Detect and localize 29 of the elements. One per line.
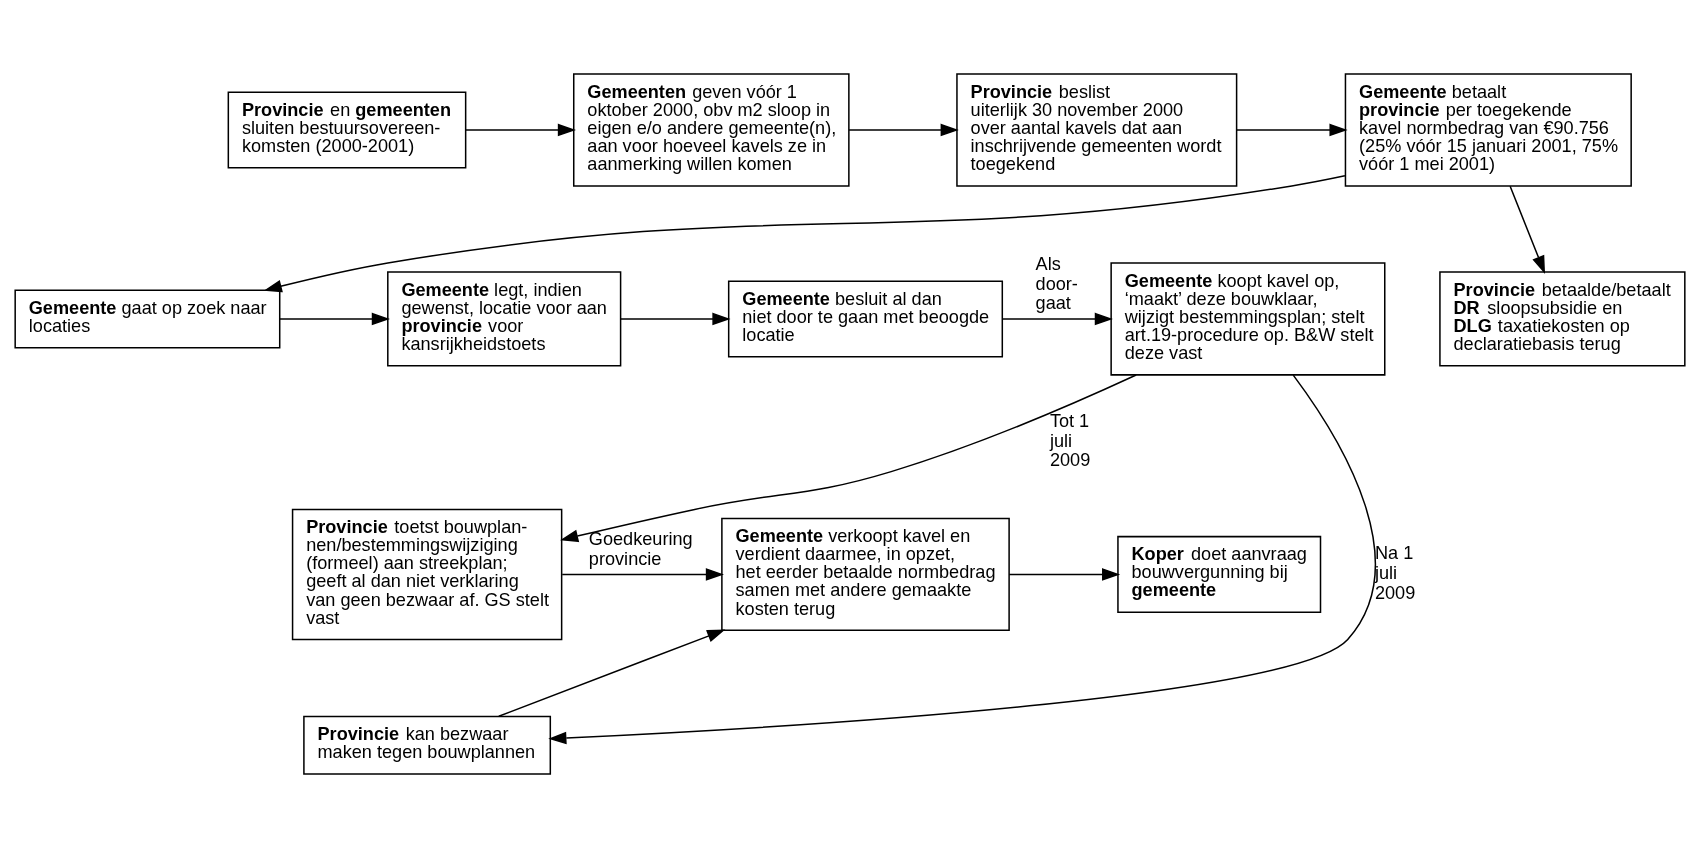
edge-label: Goedkeuring provincie [588,528,693,569]
node-box: Provincie en gemeenten sluiten bestuursovereen- komsten (2000-2001) [227,90,467,169]
arrow [848,123,959,136]
arrow [560,373,1137,542]
node-box: Koper doet aanvraag bouwvergunning bij gemeente [1117,535,1322,613]
node-box: Provincie kan bezwaar maken tegen bouwplannen [303,715,552,775]
arrow [619,312,731,325]
arrow [263,174,1346,292]
node-box: Gemeente gaat op zoek naar locaties [14,288,281,348]
node-box: Provincie betaalde/betaalt DR sloopsubsidie en DLG taxatiekosten op declaratiebasis terug [1439,270,1686,367]
arrow [498,629,726,717]
arrow [279,312,390,325]
arrow [548,373,1376,744]
node-box: Provincie beslist uiterlijk 30 november 2000 over aantal kavels dat aan inschrijvende gemeenten wordt toegekend [956,72,1238,187]
node-box: Gemeente betaalt provincie per toegekende kavel normbedrag van €90.756 (25% vóór 15 januari 2001, 75% vóór 1 mei 2001) [1344,72,1632,187]
arrow [1008,567,1121,581]
node-box: Gemeente verkoopt kavel en verdient daarmee, in opzet, het eerder betaalde normbedrag samen met andere gemaakte kosten terug [721,517,1010,631]
arrow [1235,123,1348,136]
node-box: Gemeente koopt kavel op, ‘maakt’ deze bouwklaar, wijzigt bestemmingsplan; stelt art.19-procedure op. B&W stelt deze vast [1110,261,1386,376]
arrow [465,123,576,136]
edge-label: Als door- gaat [1035,253,1078,313]
arrow [561,567,724,581]
node-box: Gemeente legt, indien gewenst, locatie voor aan provincie voor kansrijkheidstoets [387,270,622,367]
node-box: Provincie toetst bouwplan- nen/bestemmingswijziging (formeel) aan streekplan; geeft al dan niet verklaring van geen bezwaar af. GS stelt vast [291,508,563,640]
node-box: Gemeente besluit al dan niet door te gaan met beoogde locatie [727,279,1004,357]
edge-label: Tot 1 juli 2009 [1049,410,1091,470]
node-box: Gemeenten geven vóór 1 oktober 2000, obv m2 sloop in eigen e/o andere gemeente(n), aan voor hoeveel kavels ze in aanmerking willen komen [573,72,850,187]
arrow [1509,185,1546,274]
arrow [1001,312,1113,325]
